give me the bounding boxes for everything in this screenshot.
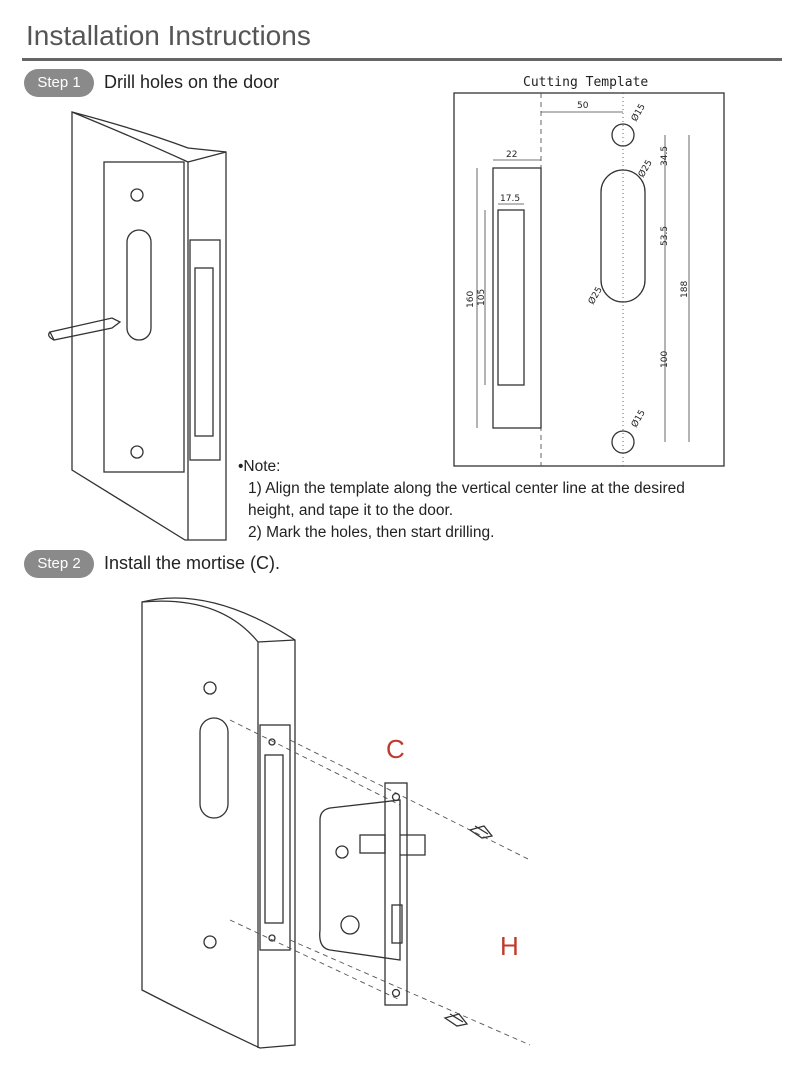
note-block: •Note: 1) Align the template along the v…	[238, 456, 685, 544]
dim-22: 22	[506, 150, 517, 160]
dim-dia25-top: Ø25	[636, 158, 655, 180]
dim-50: 50	[577, 101, 589, 111]
door-drill-illustration	[48, 111, 227, 541]
step-2-badge: Step 2	[24, 550, 94, 578]
dim-100: 100	[660, 351, 670, 368]
page-title: Installation Instructions	[26, 20, 311, 51]
dim-34-5: 34.5	[660, 146, 670, 166]
part-label-h: H	[500, 931, 519, 961]
dim-dia15-bottom: Ø15	[629, 408, 648, 430]
dim-17-5: 17.5	[500, 194, 520, 204]
note-label: •Note:	[238, 458, 281, 475]
title-divider	[22, 58, 782, 61]
dim-53-5: 53.5	[660, 226, 670, 246]
drill-bit-icon	[48, 317, 122, 341]
screw-icon-2	[443, 1013, 469, 1027]
mortise-install-illustration: C H	[141, 597, 531, 1049]
step-2-text: Install the mortise (C).	[104, 553, 281, 573]
step-1-badge: Step 1	[24, 69, 94, 97]
step-1-text: Drill holes on the door	[104, 72, 280, 92]
dim-dia15-top: Ø15	[629, 102, 648, 124]
dim-105: 105	[477, 289, 487, 306]
cutting-template: Cutting Template 50 22 17.5 160 105 Ø15 …	[453, 75, 725, 467]
dim-160: 160	[466, 291, 476, 308]
screw-icon	[468, 825, 494, 839]
mortise-lock-icon	[319, 782, 426, 1006]
dim-188: 188	[680, 281, 690, 298]
template-title: Cutting Template	[523, 75, 648, 90]
part-label-c: C	[386, 734, 405, 764]
note-line-1: 1) Align the template along the vertical…	[248, 480, 685, 497]
note-line-2: height, and tape it to the door.	[248, 502, 454, 519]
note-line-3: 2) Mark the holes, then start drilling.	[248, 524, 495, 541]
